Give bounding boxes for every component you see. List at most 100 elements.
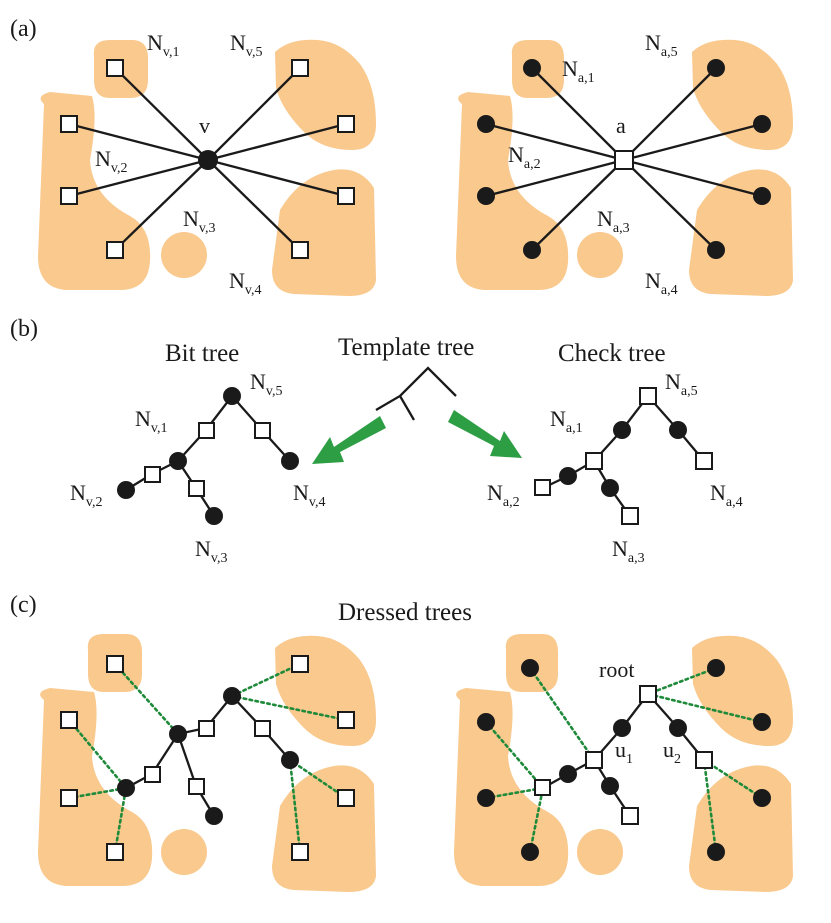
label-na1: Na,1 bbox=[562, 56, 595, 86]
check-node bbox=[337, 115, 355, 133]
dressed-bit-tree bbox=[38, 634, 376, 892]
check-node bbox=[534, 779, 551, 796]
variable-neighborhood: v Nv,1 Nv,2 Nv,3 Nv,4 Nv,5 bbox=[38, 30, 376, 298]
check-label-na2: Na,2 bbox=[487, 480, 520, 510]
variable-edges bbox=[68, 67, 347, 251]
variable-node bbox=[117, 481, 135, 499]
check-node bbox=[337, 789, 355, 807]
check-label-na3: Na,3 bbox=[612, 536, 645, 566]
variable-node bbox=[559, 765, 577, 783]
dotted-edges bbox=[67, 662, 348, 854]
bit-label-nv1: Nv,1 bbox=[135, 406, 167, 436]
check-edges bbox=[485, 67, 763, 251]
check-node-a bbox=[614, 150, 634, 170]
bit-tree: Nv,5 Nv,1 Nv,2 Nv,4 Nv,3 bbox=[70, 369, 325, 566]
variable-node bbox=[707, 843, 725, 861]
variable-node bbox=[707, 659, 725, 677]
bit-label-nv4: Nv,4 bbox=[293, 480, 325, 510]
variable-node bbox=[477, 713, 495, 731]
check-node bbox=[198, 422, 215, 439]
variable-node bbox=[753, 115, 771, 133]
check-label-na5: Na,5 bbox=[665, 369, 698, 399]
variable-node bbox=[753, 789, 771, 807]
variable-node-u2 bbox=[669, 719, 687, 737]
neighborhood-labels: Nv,1 Nv,2 Nv,3 Nv,4 Nv,5 bbox=[95, 30, 262, 298]
variable-node bbox=[223, 387, 241, 405]
cluster-nv4 bbox=[272, 169, 376, 296]
check-node bbox=[106, 843, 124, 861]
label-na4: Na,4 bbox=[645, 268, 678, 298]
check-node bbox=[695, 452, 713, 470]
label-nv1: Nv,1 bbox=[147, 30, 179, 60]
check-node bbox=[144, 766, 161, 783]
check-neighborhood: a Na,1 Na,2 Na,3 Na,4 Na,5 bbox=[456, 30, 793, 298]
label-a: a bbox=[616, 113, 626, 138]
variable-node bbox=[281, 452, 299, 470]
label-nv2: Nv,2 bbox=[95, 146, 127, 176]
cluster-nv2 bbox=[38, 92, 151, 290]
check-tree-title: Check tree bbox=[558, 340, 666, 367]
variable-node bbox=[205, 507, 223, 525]
variable-node-v bbox=[198, 150, 218, 170]
check-node bbox=[291, 843, 309, 861]
conversion-arrows bbox=[312, 410, 522, 464]
variable-node bbox=[707, 241, 725, 259]
cluster-na5 bbox=[692, 39, 793, 150]
check-node bbox=[639, 387, 657, 405]
check-label-na4: Na,4 bbox=[710, 480, 743, 510]
cluster-nv3 bbox=[161, 232, 207, 278]
check-node bbox=[60, 115, 78, 133]
variable-node bbox=[477, 187, 495, 205]
check-node bbox=[60, 789, 78, 807]
check-node bbox=[188, 778, 205, 795]
arrow-to-bit-tree bbox=[312, 416, 386, 464]
cluster-na2 bbox=[456, 92, 569, 290]
check-node bbox=[585, 751, 603, 769]
check-node bbox=[291, 59, 309, 77]
arrow-to-check-tree bbox=[448, 410, 522, 458]
label-u1: u1 bbox=[615, 737, 633, 767]
bit-tree-title: Bit tree bbox=[165, 340, 239, 367]
check-node bbox=[198, 720, 215, 737]
variable-node bbox=[707, 59, 725, 77]
root-check-node bbox=[639, 685, 657, 703]
check-node bbox=[106, 241, 124, 259]
label-na2: Na,2 bbox=[508, 142, 541, 172]
variable-node bbox=[669, 421, 687, 439]
neighborhood-labels: Na,1 Na,2 Na,3 Na,4 Na,5 bbox=[508, 30, 678, 298]
variable-node bbox=[169, 452, 187, 470]
variable-node bbox=[205, 807, 223, 825]
cluster-blobs bbox=[38, 634, 376, 892]
panel-b-label: (b) bbox=[10, 316, 38, 342]
label-v: v bbox=[199, 113, 210, 138]
label-nv4: Nv,4 bbox=[229, 268, 261, 298]
variable-node-dots bbox=[477, 59, 771, 259]
variable-node bbox=[281, 751, 299, 769]
cluster-nv5 bbox=[275, 39, 376, 150]
template-tree-title: Template tree bbox=[338, 334, 474, 361]
check-node bbox=[254, 720, 271, 737]
check-tree: Na,5 Na,1 Na,2 Na,4 Na,3 bbox=[487, 369, 743, 566]
variable-node bbox=[601, 479, 619, 497]
variable-node bbox=[523, 59, 541, 77]
variable-node bbox=[521, 843, 539, 861]
check-node bbox=[291, 241, 309, 259]
bit-label-nv3: Nv,3 bbox=[195, 536, 227, 566]
label-root: root bbox=[599, 657, 634, 682]
dressed-trees-title: Dressed trees bbox=[338, 599, 472, 626]
check-node bbox=[534, 479, 551, 496]
variable-node bbox=[477, 115, 495, 133]
variable-node bbox=[753, 713, 771, 731]
variable-node bbox=[613, 421, 631, 439]
label-na5: Na,5 bbox=[645, 30, 678, 60]
variable-node bbox=[601, 777, 619, 795]
cluster-na4 bbox=[689, 169, 793, 296]
check-node bbox=[254, 422, 271, 439]
bit-label-nv5: Nv,5 bbox=[250, 369, 282, 399]
panel-a-label: (a) bbox=[10, 16, 37, 42]
variable-node bbox=[169, 725, 187, 743]
template-tree bbox=[375, 366, 457, 421]
check-node bbox=[106, 59, 124, 77]
check-node bbox=[144, 466, 161, 483]
check-node bbox=[60, 187, 78, 205]
